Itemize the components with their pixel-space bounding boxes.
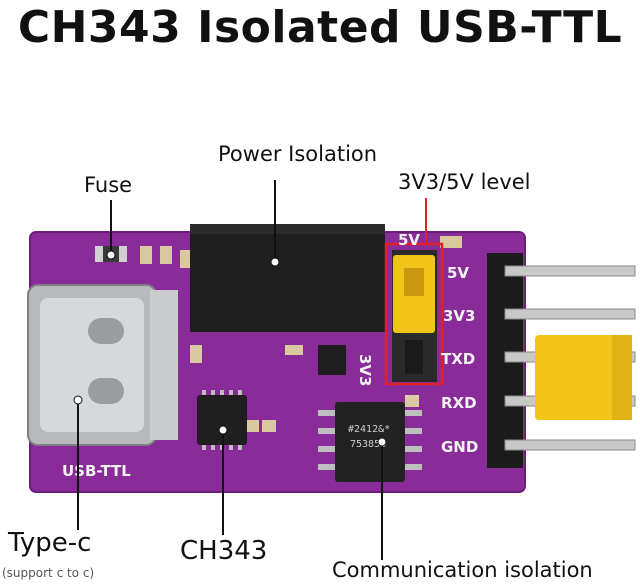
ch343-label: CH343 bbox=[180, 536, 268, 566]
chip-marking-line2: 753853 bbox=[350, 439, 386, 450]
type-c-note: (support c to c) bbox=[2, 566, 95, 580]
pin-label-5v: 5V bbox=[447, 264, 469, 282]
jumper-5v-silk: 5V bbox=[398, 231, 420, 249]
type-c-connector bbox=[27, 284, 178, 446]
callout-lines bbox=[77, 180, 383, 560]
chip-marking-line1: #2412&* bbox=[348, 424, 390, 435]
header-jumper bbox=[535, 335, 630, 420]
voltage-jumper bbox=[392, 250, 437, 382]
fuse-label: Fuse bbox=[84, 173, 133, 197]
power-isolation-label: Power Isolation bbox=[218, 142, 378, 166]
regulator-chip bbox=[318, 345, 346, 375]
page-title: CH343 Isolated USB-TTL bbox=[17, 2, 623, 53]
callout-dots bbox=[73, 250, 387, 447]
communication-isolation-label: Communication isolation bbox=[332, 558, 593, 582]
jumper-3v3-silk: 3V3 bbox=[356, 354, 374, 386]
pin-label-rxd: RXD bbox=[441, 394, 477, 412]
pin-label-txd: TXD bbox=[441, 350, 475, 368]
pin-label-3v3: 3V3 bbox=[443, 307, 475, 325]
board-name-silk: USB-TTL bbox=[62, 462, 131, 480]
pin-label-gnd: GND bbox=[441, 438, 478, 456]
ch343-chip bbox=[197, 390, 247, 450]
level-highlight-box bbox=[384, 242, 444, 386]
power-isolation-module bbox=[190, 224, 385, 332]
level-label: 3V3/5V level bbox=[398, 170, 531, 194]
type-c-label: Type-c bbox=[8, 528, 92, 558]
communication-isolation-chip: #2412&* 753853 bbox=[318, 402, 422, 482]
